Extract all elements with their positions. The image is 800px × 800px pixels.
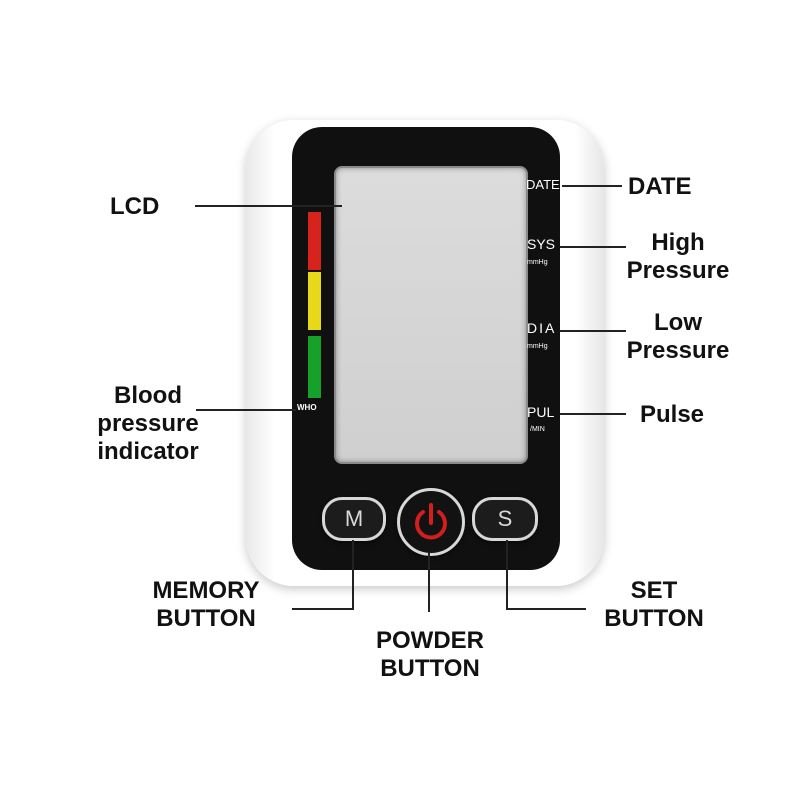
memory-button[interactable]: M	[322, 497, 386, 541]
pul-leader-line	[560, 413, 626, 415]
date-panel-label: DATE	[526, 177, 560, 192]
memory-leader-vertical	[352, 540, 354, 610]
power-icon	[415, 503, 447, 540]
lcd-leader-line	[195, 205, 342, 207]
powder-button-callout: POWDER BUTTON	[376, 627, 484, 682]
lcd-callout: LCD	[110, 193, 160, 220]
high-pressure-callout: High Pressure	[626, 229, 730, 284]
set-leader-horizontal	[506, 608, 586, 610]
memory-leader-horizontal	[292, 608, 354, 610]
date-callout: DATE	[628, 173, 692, 200]
indicator-yellow-segment	[308, 272, 321, 330]
memory-button-callout: MEMORY BUTTON	[152, 577, 260, 632]
pulse-callout: Pulse	[640, 401, 705, 428]
set-button-callout: SET BUTTON	[604, 577, 704, 632]
power-button[interactable]	[397, 488, 465, 556]
indicator-leader-line	[196, 409, 296, 411]
sys-unit: mmHg	[527, 259, 548, 266]
dia-unit: mmHg	[527, 343, 548, 350]
date-leader-line	[562, 185, 622, 187]
dia-leader-line	[560, 330, 626, 332]
lcd-screen	[334, 166, 528, 464]
indicator-green-segment	[308, 336, 321, 398]
who-label: WHO	[297, 403, 317, 412]
power-leader-vertical	[428, 552, 430, 612]
low-pressure-callout: Low Pressure	[626, 309, 730, 364]
pul-panel-label: PUL	[527, 404, 555, 420]
dia-panel-label: DIA	[527, 320, 557, 336]
pul-unit: /MIN	[530, 426, 545, 433]
sys-leader-line	[560, 246, 626, 248]
blood-pressure-indicator-callout: Blood pressure indicator	[97, 382, 199, 465]
set-button[interactable]: S	[472, 497, 538, 541]
indicator-red-segment	[308, 212, 321, 270]
sys-panel-label: SYS	[527, 236, 556, 252]
set-leader-vertical	[506, 540, 508, 610]
